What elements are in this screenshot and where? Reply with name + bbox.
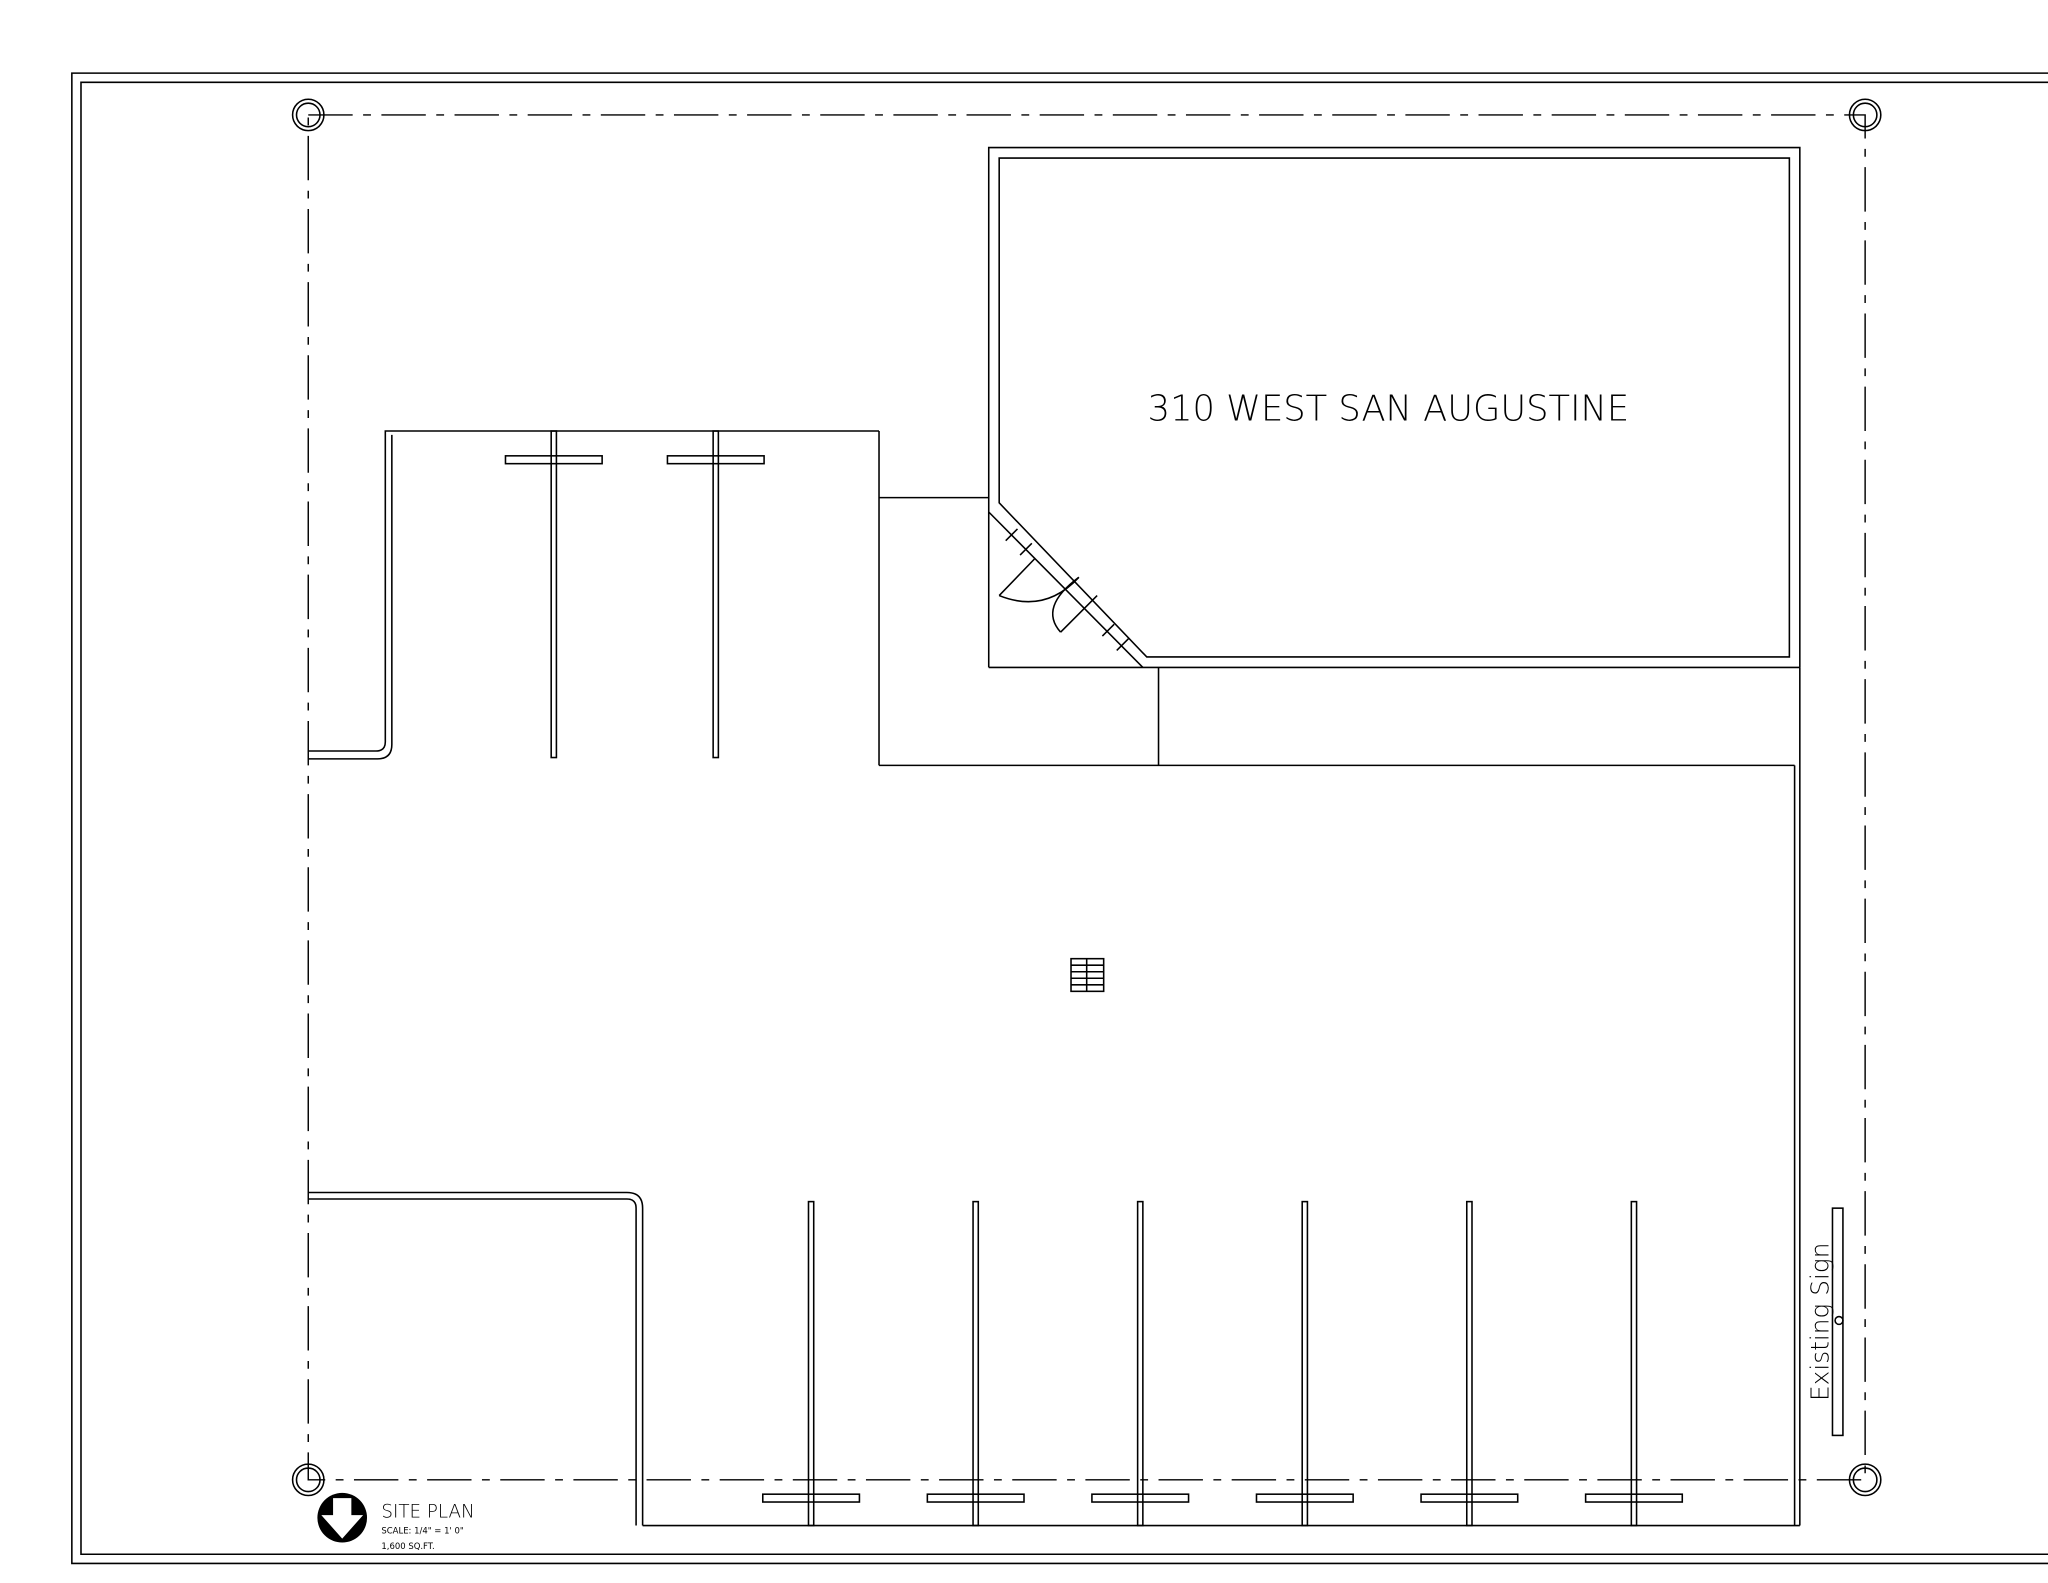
property-corner-marker-icon <box>291 98 1882 1497</box>
svg-text:Existing Sign: Existing Sign <box>1806 1243 1835 1401</box>
wheel-stop <box>666 455 765 465</box>
north-arrow-icon <box>317 1492 368 1543</box>
property-line <box>307 114 1866 1481</box>
parking-stalls-top <box>504 430 765 759</box>
title-block-title: SITE PLAN <box>381 1502 474 1523</box>
wheel-stop <box>761 1493 861 1503</box>
parking-stalls-bottom <box>761 1200 1684 1527</box>
title-block-area: 1,600 SQ.FT. <box>381 1541 434 1551</box>
wheel-stop <box>504 455 603 465</box>
drain-grate-icon <box>1070 957 1105 993</box>
sheet-border <box>71 72 2048 1565</box>
title-block-scale: SCALE: 1/4" = 1' 0" <box>381 1525 463 1535</box>
wheel-stop <box>1091 1493 1190 1503</box>
existing-sign: Existing Sign <box>1806 1207 1844 1437</box>
wheel-stop <box>1255 1493 1354 1503</box>
building-label: 310 WEST SAN AUGUSTINE <box>1148 389 1629 430</box>
wheel-stop <box>1420 1493 1519 1503</box>
wheel-stop <box>1584 1493 1684 1503</box>
wheel-stop <box>926 1493 1025 1503</box>
paving-outline <box>308 430 1801 1527</box>
entry-doors <box>998 558 1098 633</box>
